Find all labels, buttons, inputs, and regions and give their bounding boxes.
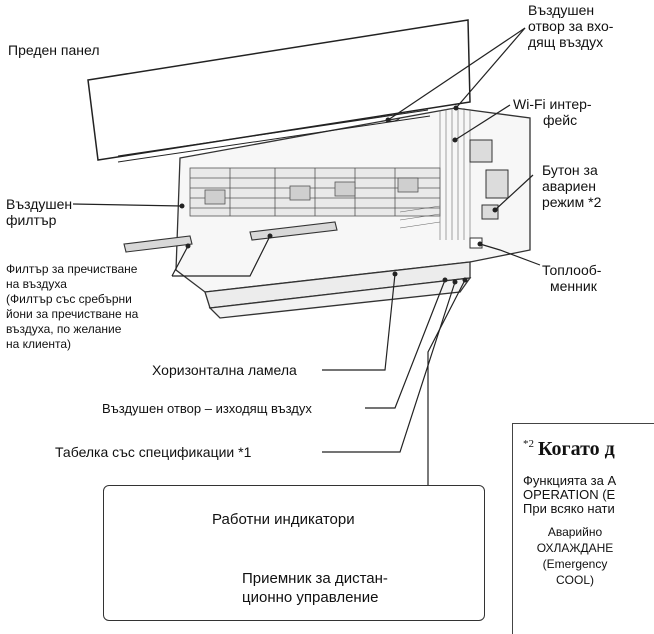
- operation-indicators-label: Работни индикатори: [212, 511, 355, 528]
- heat-exchanger-label: Топлооб-менник: [542, 262, 602, 294]
- leader-dots: [179, 105, 498, 285]
- control-electronics: [469, 139, 509, 249]
- note-line: При всяко нати: [523, 501, 615, 516]
- remote-receiver-label: Приемник за дистан-ционно управление: [242, 570, 388, 606]
- front-panel: [87, 19, 471, 163]
- horizontal-louver-label: Хоризонтална ламела: [152, 362, 297, 378]
- indicator-inset-box: [103, 485, 485, 621]
- note-line: OPERATION (E: [523, 487, 616, 502]
- wifi-interface-label: Wi-Fi интер-фейс: [513, 96, 592, 128]
- leader-lines: [72, 27, 541, 485]
- air-outlet-label: Въздушен отвор – изходящ въздух: [102, 401, 312, 416]
- spec-plate-label: Табелка със спецификации *1: [55, 444, 252, 460]
- filter-grille: [189, 167, 441, 217]
- note-line: Функцията за А: [523, 473, 617, 488]
- front-panel-label: Преден панел: [8, 42, 100, 58]
